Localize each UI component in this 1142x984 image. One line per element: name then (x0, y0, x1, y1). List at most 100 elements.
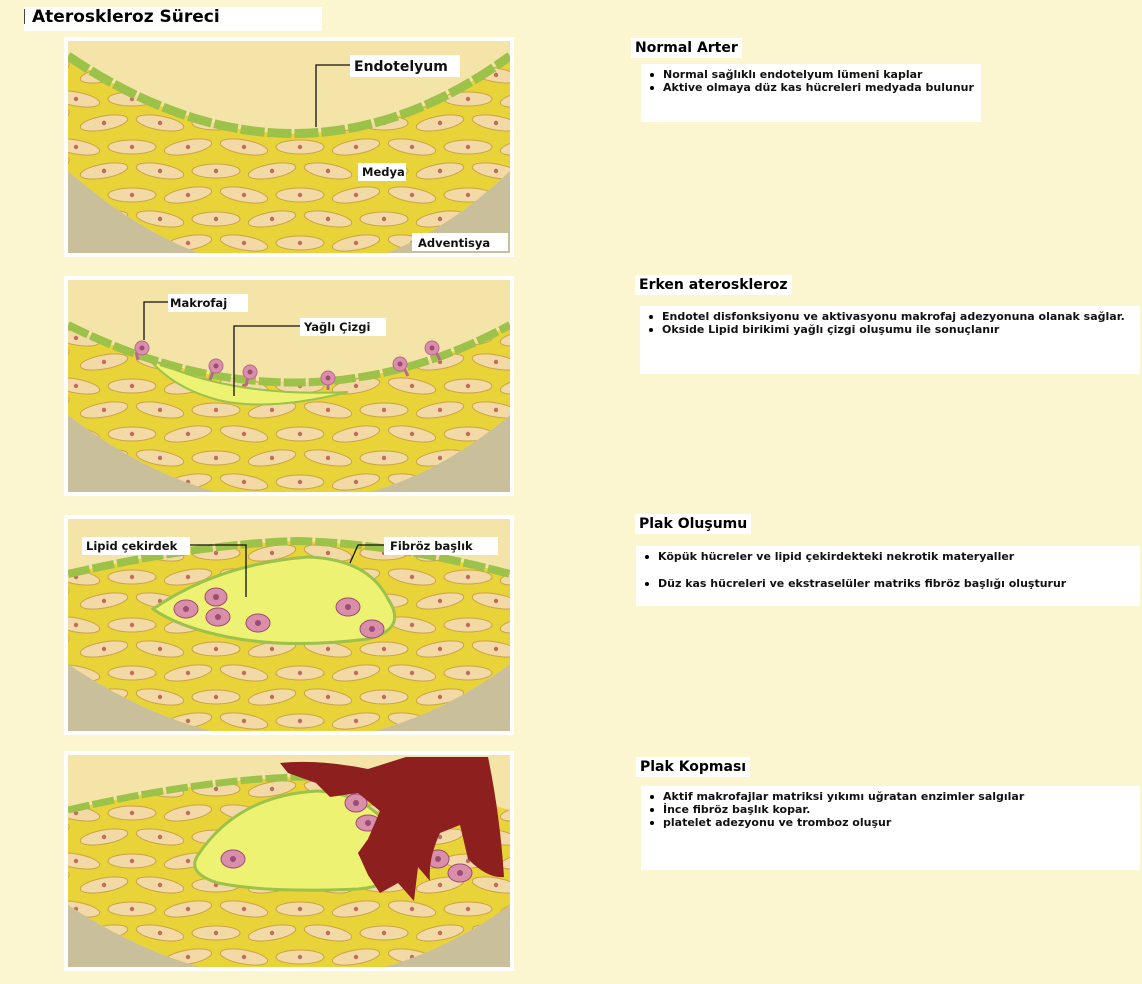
muscle-cell-nucleus (186, 955, 190, 959)
muscle-cell-nucleus (354, 955, 358, 959)
muscle-cell-nucleus (74, 97, 78, 101)
muscle-cell-nucleus (130, 907, 134, 911)
panel-plaque-rupture (64, 751, 514, 971)
stage-bullet: Normal sağlıklı endotelyum lümeni kaplar (649, 68, 975, 81)
muscle-cell-nucleus (270, 551, 274, 555)
lipid-cekirdek-label: Lipid çekirdek (86, 539, 178, 553)
stage-heading-plak-kopmasi: Plak Kopması (636, 757, 750, 777)
muscle-cell-nucleus (214, 695, 218, 699)
muscle-cell-nucleus (354, 719, 358, 723)
muscle-cell-nucleus (438, 408, 442, 412)
muscle-cell-nucleus (186, 241, 190, 245)
muscle-cell-nucleus (494, 883, 498, 887)
muscle-cell-nucleus (438, 647, 442, 651)
muscle-cell-nucleus (242, 907, 246, 911)
stage-description-erken-ateroskleroz: Endotel disfonksiyonu ve aktivasyonu mak… (640, 306, 1140, 374)
muscle-cell-nucleus (466, 97, 470, 101)
muscle-cell-nucleus (158, 169, 162, 173)
muscle-cell-nucleus (354, 193, 358, 197)
muscle-cell-nucleus (410, 907, 414, 911)
muscle-cell-nucleus (354, 480, 358, 484)
stage-bullet: Düz kas hücreleri ve ekstraselüler matri… (644, 577, 1134, 590)
muscle-cell-nucleus (130, 432, 134, 436)
muscle-cell-nucleus (74, 623, 78, 627)
muscle-cell-nucleus (298, 671, 302, 675)
muscle-cell-nucleus (102, 647, 106, 651)
stage-heading-erken-ateroskleroz: Erken ateroskleroz (635, 275, 792, 295)
muscle-cell-nucleus (270, 695, 274, 699)
muscle-cell-nucleus (438, 456, 442, 460)
muscle-cell-nucleus (130, 193, 134, 197)
stage-bullet: Aktive olmaya düz kas hücreleri medyada … (649, 81, 975, 94)
muscle-cell-nucleus (130, 811, 134, 815)
muscle-cell-nucleus (102, 408, 106, 412)
muscle-cell-nucleus (186, 145, 190, 149)
muscle-cell-nucleus (466, 384, 470, 388)
muscle-cell-nucleus (438, 931, 442, 935)
muscle-cell-nucleus (466, 432, 470, 436)
muscle-cell-nucleus (74, 145, 78, 149)
stage-description-plak-olusumu: Köpük hücreler ve lipid çekirdekteki nek… (636, 546, 1140, 606)
stage-heading-normal-arter: Normal Arter (631, 38, 742, 58)
muscle-cell-nucleus (242, 955, 246, 959)
muscle-cell-nucleus (158, 695, 162, 699)
muscle-cell-nucleus (102, 599, 106, 603)
muscle-cell-nucleus (298, 193, 302, 197)
muscle-cell-nucleus (438, 599, 442, 603)
fibroz-baslik-label: Fibröz başlık (390, 539, 473, 553)
muscle-cell-nucleus (326, 169, 330, 173)
muscle-cell-nucleus (354, 432, 358, 436)
muscle-cell-nucleus (270, 931, 274, 935)
muscle-cell-nucleus (242, 145, 246, 149)
endotelyum-label: Endotelyum (354, 59, 448, 75)
muscle-cell-nucleus (354, 907, 358, 911)
muscle-cell-nucleus (410, 384, 414, 388)
muscle-cell-nucleus (214, 551, 218, 555)
muscle-cell-nucleus (438, 695, 442, 699)
muscle-cell-nucleus (130, 145, 134, 149)
muscle-cell-nucleus (410, 145, 414, 149)
normal-artery-illustration: Endotelyum Medya Adventisya (68, 41, 510, 253)
plaque-rupture-illustration (68, 755, 510, 967)
muscle-cell-nucleus (270, 408, 274, 412)
muscle-cell-nucleus (242, 480, 246, 484)
muscle-cell-nucleus (186, 811, 190, 815)
muscle-cell-nucleus (214, 647, 218, 651)
muscle-cell-nucleus (158, 835, 162, 839)
muscle-cell-nucleus (326, 551, 330, 555)
panel-plaque-formation: Lipid çekirdek Fibröz başlık (64, 515, 514, 735)
muscle-cell-nucleus (186, 575, 190, 579)
muscle-cell-nucleus (466, 145, 470, 149)
muscle-cell-nucleus (186, 859, 190, 863)
stage-bullet: Okside Lipid birikimi yağlı çizgi oluşum… (648, 323, 1134, 336)
stage-bullet: Aktif makrofajlar matriksi yıkımı uğrata… (649, 790, 1134, 803)
stage-description-normal-arter: Normal sağlıklı endotelyum lümeni kaplar… (641, 64, 981, 122)
muscle-cell-nucleus (326, 408, 330, 412)
muscle-cell-nucleus (438, 169, 442, 173)
muscle-cell-nucleus (466, 193, 470, 197)
muscle-cell-nucleus (186, 719, 190, 723)
muscle-cell-nucleus (354, 671, 358, 675)
muscle-cell-nucleus (158, 931, 162, 935)
muscle-cell-nucleus (130, 671, 134, 675)
muscle-cell-nucleus (102, 360, 106, 364)
muscle-cell-nucleus (466, 907, 470, 911)
muscle-cell-nucleus (74, 859, 78, 863)
stage-bullet: Endotel disfonksiyonu ve aktivasyonu mak… (648, 310, 1134, 323)
muscle-cell-nucleus (102, 883, 106, 887)
panel-early-atherosclerosis: Makrofaj Yağlı Çizgi (64, 276, 514, 496)
medya-label: Medya (362, 165, 405, 179)
muscle-cell-nucleus (298, 719, 302, 723)
muscle-cell-nucleus (270, 456, 274, 460)
muscle-cell-nucleus (382, 217, 386, 221)
muscle-cell-nucleus (214, 217, 218, 221)
muscle-cell-nucleus (186, 907, 190, 911)
muscle-cell-nucleus (158, 456, 162, 460)
muscle-cell-nucleus (466, 575, 470, 579)
muscle-cell-nucleus (410, 671, 414, 675)
muscle-cell-nucleus (382, 931, 386, 935)
muscle-cell-nucleus (102, 835, 106, 839)
page-title: Ateroskleroz Süreci (32, 7, 220, 27)
muscle-cell-nucleus (354, 145, 358, 149)
stage-bullet: Köpük hücreler ve lipid çekirdekteki nek… (644, 550, 1134, 563)
